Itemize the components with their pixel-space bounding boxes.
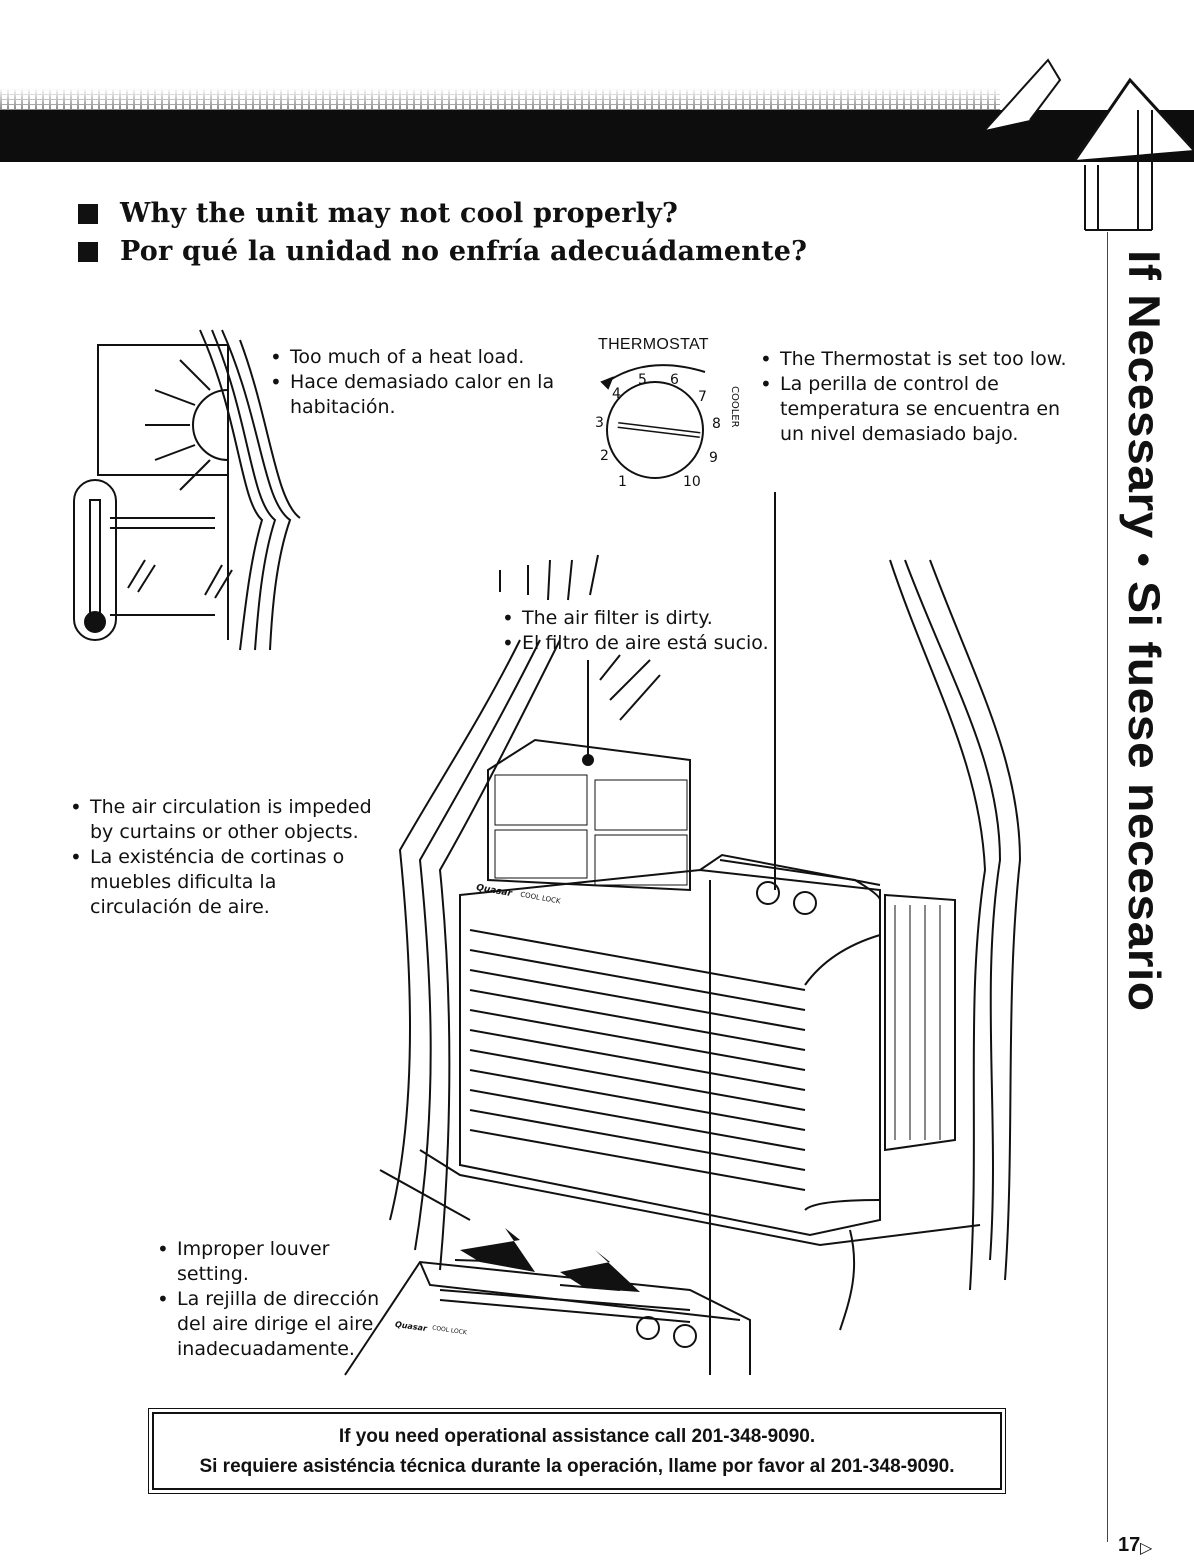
side-chapter-title: If Necessary • Si fuese necesario xyxy=(1118,250,1169,1012)
heat-load-en: Too much of a heat load. xyxy=(268,345,558,370)
curtains-illustration xyxy=(389,559,1022,1331)
heading-es: Por qué la unidad no enfría adecuádament… xyxy=(78,236,807,267)
louver-issue-es: La rejilla de dirección del aire dirige … xyxy=(155,1287,405,1362)
thermo-num-5: 5 xyxy=(638,372,647,388)
heat-load-list: Too much of a heat load. Hace demasiado … xyxy=(268,345,558,420)
thermostat-issue-list: The Thermostat is set too low. La perill… xyxy=(758,347,1088,447)
filter-issue-es: El filtro de aire está sucio. xyxy=(500,631,780,656)
circulation-issue-en: The air circulation is impeded by curtai… xyxy=(68,795,378,845)
thermo-num-9: 9 xyxy=(709,450,718,466)
page-arrow-icon: ▷ xyxy=(1140,1538,1153,1557)
thermo-num-6: 6 xyxy=(670,372,679,388)
side-title-es: Si fuese necesario xyxy=(1118,581,1168,1012)
louver-issue-en: Improper louver setting. xyxy=(155,1237,405,1287)
thermo-num-1: 1 xyxy=(618,474,627,490)
side-rule xyxy=(1107,232,1108,1542)
louver-issue-list: Improper louver setting. La rejilla de d… xyxy=(155,1237,405,1362)
thermo-num-10: 10 xyxy=(683,474,701,490)
thermo-num-8: 8 xyxy=(712,416,721,432)
side-title-en: If Necessary xyxy=(1118,250,1168,539)
assistance-box: If you need operational assistance call … xyxy=(148,1408,1006,1494)
assistance-en: If you need operational assistance call … xyxy=(338,1426,816,1447)
thermo-cooler-label: COOLER xyxy=(729,386,740,428)
side-title-separator: • xyxy=(1122,552,1164,568)
thermo-num-2: 2 xyxy=(600,448,609,464)
thermostat-issue-en: The Thermostat is set too low. xyxy=(758,347,1088,372)
heading-en-text: Why the unit may not cool properly? xyxy=(120,198,679,229)
square-bullet-icon xyxy=(78,203,98,224)
filter-issue-en: The air filter is dirty. xyxy=(500,606,780,631)
heat-load-es: Hace demasiado calor en la habitación. xyxy=(268,370,558,420)
header-texture xyxy=(0,88,1000,114)
chapter-arrow-icon xyxy=(984,58,1194,231)
window-sun-illustration xyxy=(73,329,301,651)
thermostat-title: THERMOSTAT xyxy=(598,336,709,353)
filter-issue-list: The air filter is dirty. El filtro de ai… xyxy=(500,606,780,656)
circulation-issue-list: The air circulation is impeded by curtai… xyxy=(68,795,378,920)
air-conditioner-illustration xyxy=(379,738,981,1247)
square-bullet-icon xyxy=(78,241,98,262)
thermo-num-7: 7 xyxy=(698,389,707,405)
assistance-es: Si requiere asisténcia técnica durante l… xyxy=(199,1456,955,1477)
heading-es-text: Por qué la unidad no enfría adecuádament… xyxy=(120,236,808,267)
thermo-num-3: 3 xyxy=(595,415,604,431)
heading-en: Why the unit may not cool properly? xyxy=(78,198,678,229)
thermostat-issue-es: La perilla de control de temperatura se … xyxy=(758,372,1088,447)
page-number: 17 xyxy=(1118,1534,1141,1556)
louver-unit-illustration xyxy=(344,1228,751,1376)
thermostat-dial-icon xyxy=(600,364,706,479)
thermo-num-4: 4 xyxy=(612,386,621,402)
circulation-issue-es: La existéncia de cortinas o muebles difi… xyxy=(68,845,378,920)
